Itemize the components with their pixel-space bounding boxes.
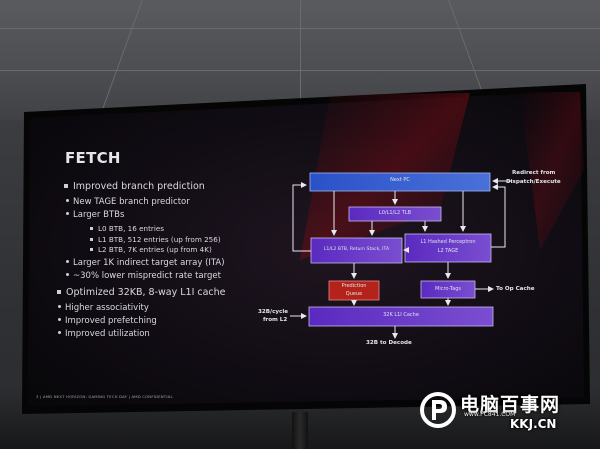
- perceptron-label-2: L2 TAGE: [437, 248, 459, 254]
- l1i-cache-box: [308, 306, 494, 327]
- bullet: New TAGE branch predictor: [66, 197, 190, 207]
- prediction-queue-label-2: Queue: [345, 291, 363, 297]
- to-decode-label: 32B to Decode: [366, 340, 412, 346]
- btb-box: [310, 237, 403, 264]
- bullet: Improved prefetching: [58, 316, 157, 326]
- bullet: Improved utilization: [58, 329, 150, 339]
- bullet: L2 BTB, 7K entries (up from 4K): [90, 245, 212, 254]
- watermark-logo-icon: [420, 392, 456, 428]
- btb-feedback-line: [292, 182, 311, 252]
- watermark-url: KKJ.CN: [510, 417, 557, 431]
- micro-tags-label: Micro-Tags: [435, 286, 461, 292]
- slide-title: FETCH: [65, 149, 121, 167]
- btb-label: L1/L2 BTB, Return Stack, ITA: [323, 247, 390, 252]
- bullet: Larger BTBs: [66, 210, 124, 220]
- from-l2-label-1: 32B/cycle: [258, 309, 289, 315]
- slide-footer: 3 | AMD NEXT HORIZON: GAMING TECH DAY | …: [36, 394, 173, 399]
- watermark-title: 电脑百事网: [460, 394, 561, 416]
- l1i-cache-label: 32K L1I Cache: [383, 312, 419, 318]
- perceptron-feedback-line: [491, 184, 506, 248]
- bullet: ~30% lower mispredict rate target: [66, 271, 221, 281]
- watermark: 电脑百事网 KKJ.CN www.PC841.COM: [420, 388, 600, 449]
- next-pc-box: [309, 172, 491, 192]
- tv-stand: [292, 412, 308, 449]
- bullet: Improved branch prediction: [64, 181, 205, 192]
- screen-red-streak: [520, 92, 584, 250]
- prediction-queue-label-1: Prediction: [341, 283, 367, 289]
- perceptron-label-1: L1 Hashed Perceptron: [420, 239, 476, 245]
- next-pc-label: Next PC: [390, 177, 410, 183]
- redirect-label-2: Dispatch/Execute: [506, 179, 561, 185]
- bullet: L1 BTB, 512 entries (up from 256): [90, 235, 221, 244]
- tlb-box: [348, 206, 442, 222]
- redirect-label-1: Redirect from: [512, 170, 556, 176]
- to-op-cache-label: To Op Cache: [496, 286, 535, 292]
- perceptron-box: [404, 233, 492, 263]
- ceiling-tile-line: [300, 0, 301, 120]
- bullet: Larger 1K indirect target array (ITA): [66, 258, 225, 268]
- bullet: L0 BTB, 16 entries: [90, 224, 164, 233]
- from-l2-label-2: from L2: [263, 317, 288, 323]
- tlb-label: L0/L1/L2 TLB: [378, 210, 412, 216]
- bullet: Higher associativity: [58, 303, 149, 313]
- watermark-small-url: www.PC841.COM: [464, 411, 516, 418]
- bullet: Optimized 32KB, 8-way L1I cache: [57, 287, 226, 298]
